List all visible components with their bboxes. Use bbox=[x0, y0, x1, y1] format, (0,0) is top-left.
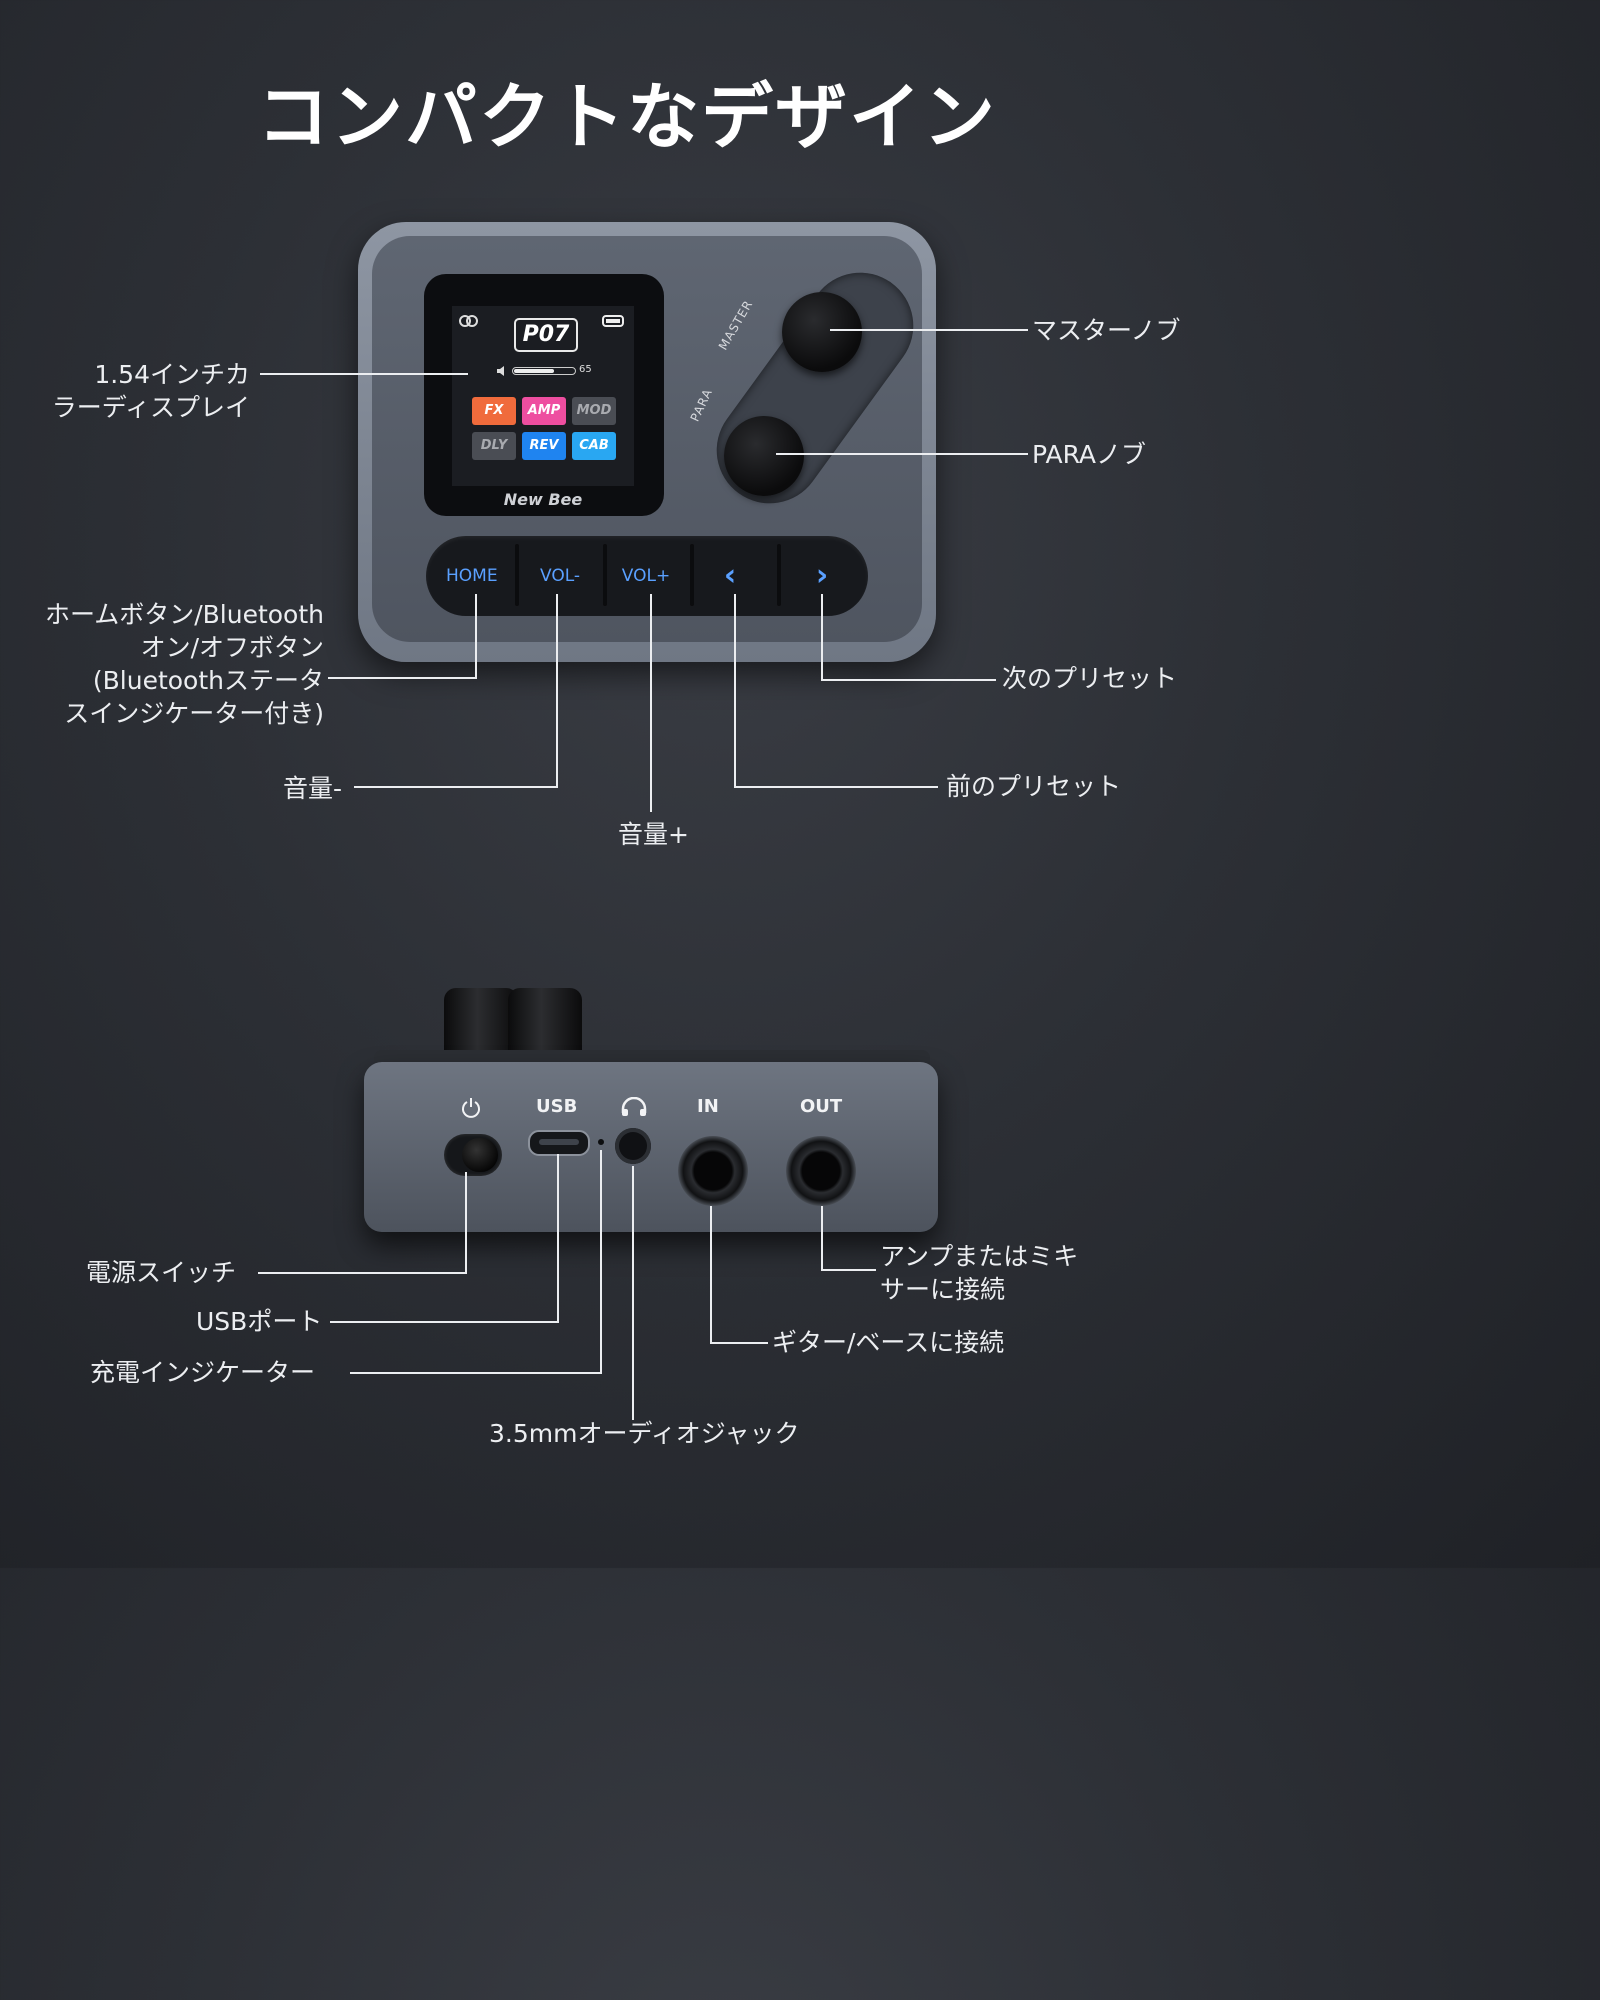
input-jack-label: IN bbox=[697, 1096, 719, 1117]
home-button[interactable]: HOME bbox=[446, 566, 498, 586]
volume-bar bbox=[512, 367, 576, 375]
button-divider bbox=[777, 544, 781, 606]
volume-down-callout: 音量- bbox=[283, 774, 343, 803]
home-button-callout: ホームボタン/Bluetooth オン/オフボタン (Bluetoothステータ… bbox=[45, 598, 324, 730]
page-title: コンパクトなデザイン bbox=[256, 75, 997, 159]
effect-tile-mod: MOD bbox=[572, 397, 616, 425]
button-divider bbox=[603, 544, 607, 606]
input-jack[interactable] bbox=[678, 1136, 748, 1206]
brand-logo: New Bee bbox=[503, 490, 583, 509]
para-knob-callout: PARAノブ bbox=[1032, 440, 1147, 469]
callout-lines bbox=[258, 329, 1028, 1420]
usb-port-label: USB bbox=[536, 1096, 578, 1117]
effect-tile-amp: AMP bbox=[522, 397, 566, 425]
audio-jack-callout: 3.5mmオーディオジャック bbox=[489, 1419, 800, 1448]
vol-down-button[interactable]: VOL- bbox=[539, 566, 581, 586]
amp-callout-line1: アンプまたはミキ bbox=[880, 1242, 1079, 1271]
volume-value: 65 bbox=[579, 364, 592, 375]
home-callout-line2: オン/オフボタン bbox=[140, 633, 324, 662]
home-callout-line3: (Bluetoothステータ bbox=[92, 666, 324, 695]
speaker-icon bbox=[497, 366, 504, 376]
button-bar bbox=[426, 536, 868, 616]
display-callout-line1: 1.54インチカ bbox=[94, 360, 250, 389]
button-divider bbox=[690, 544, 694, 606]
display-callout-line2: ラーディスプレイ bbox=[51, 393, 250, 422]
headphone-icon bbox=[621, 1097, 647, 1116]
power-switch-knob[interactable] bbox=[462, 1138, 498, 1172]
usb-c-port-inner bbox=[539, 1139, 579, 1145]
power-switch-callout: 電源スイッチ bbox=[86, 1258, 237, 1287]
usb-port-callout: USBポート bbox=[196, 1307, 323, 1336]
power-icon bbox=[462, 1098, 480, 1118]
effect-tile-rev: REV bbox=[522, 432, 566, 460]
vol-up-button[interactable]: VOL+ bbox=[621, 566, 671, 586]
next-preset-button[interactable]: › bbox=[815, 558, 829, 593]
master-knob bbox=[782, 292, 862, 372]
output-jack[interactable] bbox=[786, 1136, 856, 1206]
button-divider bbox=[515, 544, 519, 606]
headphone-jack[interactable] bbox=[615, 1128, 651, 1164]
home-callout-line1: ホームボタン/Bluetooth bbox=[44, 600, 324, 629]
para-knob bbox=[724, 416, 804, 496]
amp-callout-line2: サーに接続 bbox=[880, 1275, 1006, 1304]
amp-output-callout: アンプまたはミキ サーに接続 bbox=[880, 1240, 1078, 1306]
volume-up-callout: 音量+ bbox=[618, 820, 689, 849]
output-jack-label: OUT bbox=[800, 1096, 843, 1117]
next-preset-callout: 次のプリセット bbox=[1002, 664, 1178, 693]
previous-preset-callout: 前のプリセット bbox=[946, 772, 1122, 801]
preset-number: P07 bbox=[514, 318, 578, 352]
effect-tile-dly: DLY bbox=[472, 432, 516, 460]
link-icon bbox=[459, 315, 478, 327]
master-knob-callout: マスターノブ bbox=[1032, 316, 1181, 345]
effect-tile-fx: FX bbox=[472, 397, 516, 425]
prev-preset-button[interactable]: ‹ bbox=[723, 558, 737, 593]
effect-tile-cab: CAB bbox=[572, 432, 616, 460]
charge-indicator-callout: 充電インジケーター bbox=[90, 1358, 316, 1387]
display-callout: 1.54インチカ ラーディスプレイ bbox=[52, 358, 250, 424]
battery-icon bbox=[602, 315, 624, 327]
home-callout-line4: スインジケーター付き) bbox=[64, 699, 324, 728]
guitar-input-callout: ギター/ベースに接続 bbox=[772, 1328, 1005, 1357]
charge-indicator-led bbox=[598, 1139, 604, 1145]
